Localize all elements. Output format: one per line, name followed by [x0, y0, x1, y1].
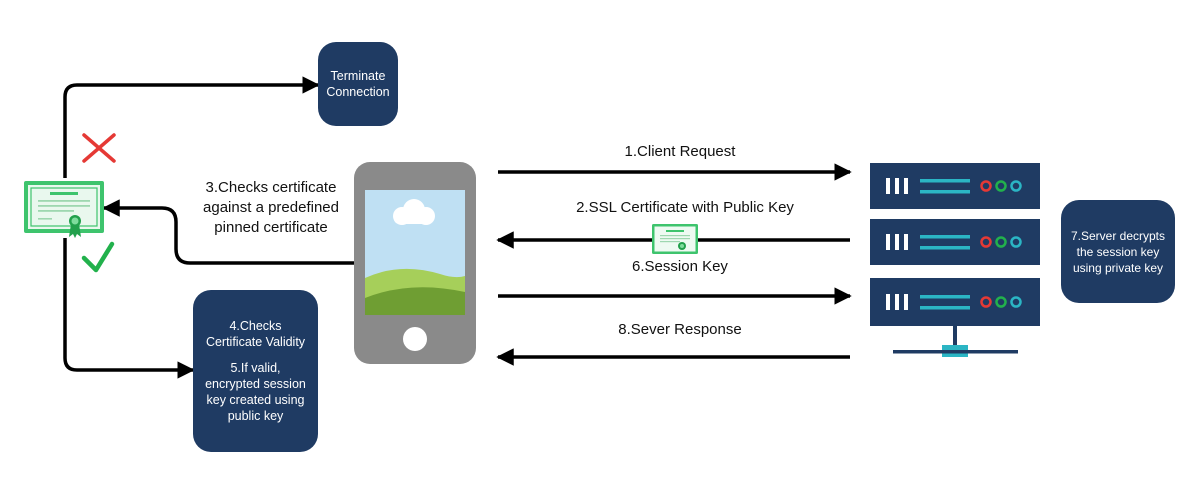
pinned-certificate-label: 3.Checks certificate against a predefine…	[188, 178, 354, 238]
smartphone-icon	[354, 162, 476, 364]
checks-title-line1: 4.Checks	[229, 319, 282, 333]
server-box-line2: the session key	[1076, 244, 1160, 259]
red-cross-icon	[82, 133, 116, 163]
checks-body-line4: public key	[227, 409, 284, 423]
cloud-icon	[393, 199, 435, 225]
server-unit	[870, 219, 1040, 265]
server-unit	[870, 163, 1040, 209]
ssl-certificate-icon	[652, 224, 698, 254]
server-rack-icon	[870, 163, 1040, 357]
server-stand-base	[893, 350, 1018, 354]
ssl-certificate-label: 2.SSL Certificate with Public Key	[576, 199, 794, 216]
pinned-label-line3: pinned certificate	[214, 219, 328, 236]
certificate-icon	[24, 181, 104, 238]
green-check-icon	[81, 241, 115, 273]
checks-title-line2: Certificate Validity	[205, 335, 306, 349]
server-unit	[870, 278, 1040, 326]
arrow-to-checks	[63, 238, 195, 379]
session-key-label: 6.Session Key	[632, 258, 728, 275]
terminate-label-line1: Terminate	[330, 69, 386, 83]
arrow-to-terminate	[63, 76, 320, 178]
server-response-label: 8.Sever Response	[618, 321, 742, 338]
terminate-connection-box: Terminate Connection	[318, 42, 398, 126]
server-box-line3: using private key	[1072, 260, 1164, 275]
checks-body-line3: key created using	[206, 393, 305, 407]
checks-body-line1: 5.If valid,	[230, 361, 281, 375]
arrow-phone-to-certificate	[102, 199, 354, 265]
terminate-label-line2: Connection	[326, 85, 390, 99]
phone-home-button	[403, 327, 427, 351]
server-decrypts-box: 7.Server decrypts the session key using …	[1061, 200, 1175, 303]
pinned-label-line1: 3.Checks certificate	[205, 179, 337, 196]
client-request-label: 1.Client Request	[624, 143, 736, 160]
checks-validity-box: 4.Checks Certificate Validity 5.If valid…	[193, 290, 318, 452]
server-stand-pole	[953, 326, 957, 347]
pinned-label-line2: against a predefined	[203, 199, 339, 216]
server-box-line1: 7.Server decrypts	[1070, 228, 1166, 243]
checks-body-line2: encrypted session	[205, 377, 306, 391]
